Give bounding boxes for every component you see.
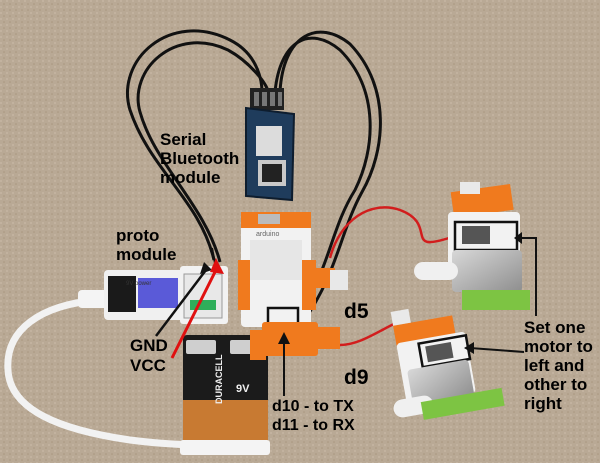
arrow-gnd — [155, 269, 207, 337]
label-d9: d9 — [344, 366, 369, 389]
wire-right-loop-2 — [278, 30, 382, 323]
bluetooth-module — [245, 88, 296, 202]
arrow-gnd-head — [200, 262, 212, 274]
label-vcc: VCC — [130, 356, 166, 375]
label-d11-to-rx: d11 - to RX — [272, 417, 355, 434]
wire-left-loop-2 — [136, 41, 270, 263]
board-text: arduino — [256, 231, 279, 238]
usb-plug — [78, 290, 108, 308]
label-motor-note: Set one motor to left and other to right — [524, 318, 593, 414]
pointer-motor-bottom — [469, 347, 525, 353]
red-wire-top-motor — [328, 206, 456, 259]
battery-9v: DURACELL 9V — [180, 335, 270, 455]
arrow-vcc — [170, 269, 218, 359]
arrow-vcc-head — [210, 258, 224, 274]
pointer-motor-top — [520, 237, 537, 316]
label-d5: d5 — [344, 300, 369, 323]
power-module: 9V power — [104, 270, 184, 320]
label-proto-module: proto module — [116, 226, 177, 265]
battery-voltage: 9V — [236, 383, 250, 395]
battery-brand: DURACELL — [214, 354, 224, 404]
usb-cable — [4, 296, 204, 449]
motor-module-bottom — [390, 308, 505, 420]
label-serial-bluetooth-module: Serial Bluetooth module — [160, 130, 240, 188]
label-gnd: GND — [130, 336, 168, 355]
label-d10-to-tx: d10 - to TX — [272, 398, 354, 415]
power-module-text: 9V power — [126, 281, 151, 287]
arduino-board: arduino — [238, 212, 348, 360]
wire-left-loop — [126, 29, 264, 261]
